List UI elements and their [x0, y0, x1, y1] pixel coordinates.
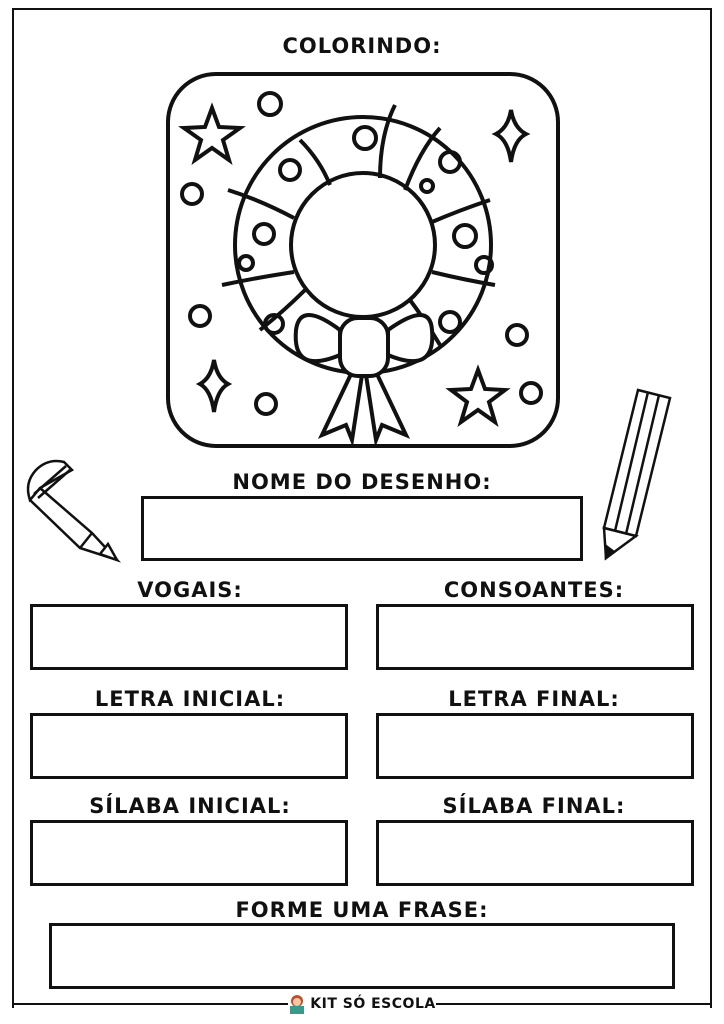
christmas-wreath-icon — [166, 72, 560, 448]
footer-brand-text: KIT SÓ ESCOLA — [310, 996, 436, 1012]
first-letter-label: LETRA INICIAL: — [94, 687, 286, 711]
sentence-label: FORME UMA FRASE: — [235, 898, 489, 922]
vowels-label: VOGAIS: — [137, 578, 243, 602]
last-syllable-field[interactable] — [376, 820, 694, 886]
page-title: COLORINDO: — [282, 34, 442, 58]
last-syllable-label: SÍLABA FINAL: — [442, 794, 626, 818]
drawing-name-label: NOME DO DESENHO: — [232, 470, 492, 494]
vowels-field[interactable] — [30, 604, 348, 670]
footer-brand: KIT SÓ ESCOLA — [288, 992, 436, 1016]
footer-line-left — [12, 1003, 292, 1005]
page-border — [12, 8, 712, 1008]
last-letter-label: LETRA FINAL: — [448, 687, 620, 711]
sentence-field[interactable] — [49, 923, 675, 989]
drawing-name-field[interactable] — [141, 496, 583, 561]
consonants-label: CONSOANTES: — [443, 578, 625, 602]
crayon-icon — [26, 459, 122, 563]
consonants-field[interactable] — [376, 604, 694, 670]
pencil-icon — [602, 388, 672, 561]
footer-line-right — [434, 1003, 712, 1005]
first-syllable-field[interactable] — [30, 820, 348, 886]
last-letter-field[interactable] — [376, 713, 694, 779]
first-letter-field[interactable] — [30, 713, 348, 779]
girl-reading-icon — [290, 995, 305, 1014]
first-syllable-label: SÍLABA INICIAL: — [89, 794, 291, 818]
